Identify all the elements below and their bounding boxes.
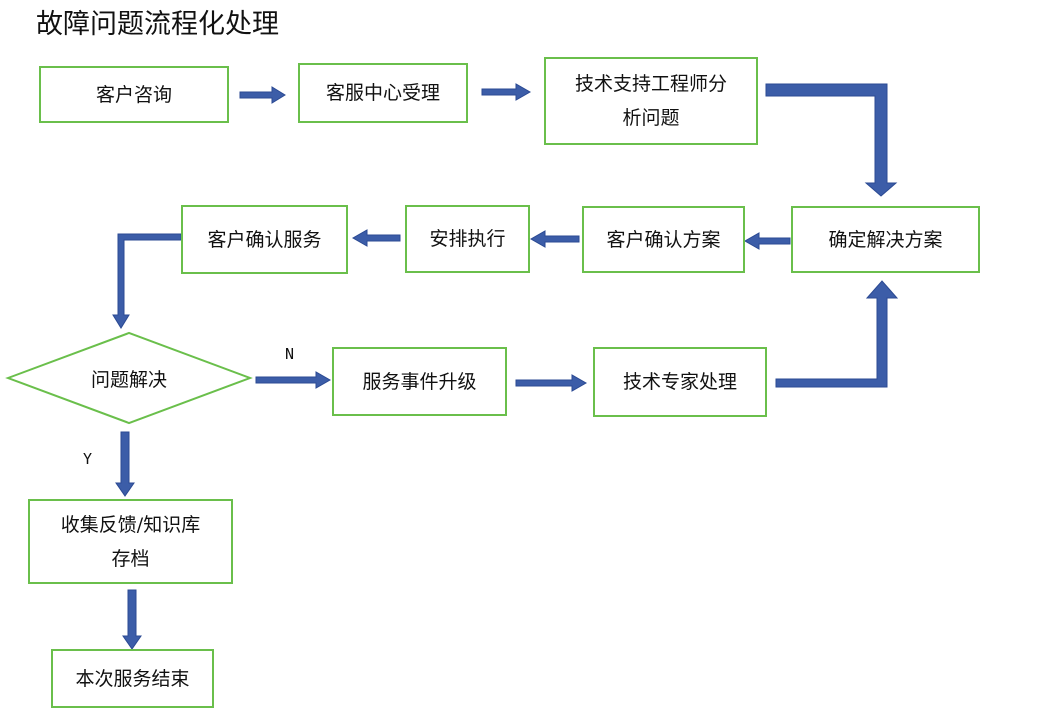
node-collect-feedback: 收集反馈/知识库 存档: [28, 499, 233, 584]
node-customer-inquiry: 客户咨询: [39, 66, 229, 123]
node-service-end: 本次服务结束: [51, 649, 214, 708]
node-label: 确定解决方案: [828, 228, 943, 251]
node-service-center: 客服中心受理: [298, 63, 468, 123]
arrow-execute-to-confirm-service: [351, 229, 401, 247]
arrow-feedback-to-end: [122, 589, 142, 650]
node-customer-confirm-plan: 客户确认方案: [582, 206, 745, 273]
node-determine-solution: 确定解决方案: [791, 206, 980, 273]
node-label: 技术专家处理: [622, 371, 737, 393]
edge-label-no: N: [285, 345, 295, 363]
decision-diamond: [5, 331, 253, 425]
node-label: 服务事件升级: [362, 370, 477, 393]
node-label: 客户确认方案: [606, 228, 721, 251]
node-label: 客户咨询: [95, 83, 172, 106]
arrow-escalation-to-expert: [515, 374, 588, 392]
arrow-confirm-service-to-decision: [112, 233, 182, 329]
arrow-decision-to-feedback: [115, 431, 135, 497]
node-label: 客服中心受理: [325, 82, 440, 104]
node-expert-handling: 技术专家处理: [593, 347, 767, 417]
arrow-expert-to-solution: [775, 280, 899, 388]
decision-label: 问题解决: [90, 368, 167, 391]
arrow-center-to-support: [481, 83, 532, 101]
node-label: 本次服务结束: [75, 667, 190, 690]
node-label: 安排执行: [429, 228, 506, 250]
node-arrange-execution: 安排执行: [405, 205, 530, 273]
arrow-decision-to-escalation: [255, 371, 332, 389]
edge-label-yes: Y: [83, 450, 93, 468]
arrow-inquiry-to-center: [239, 86, 286, 104]
arrow-confirm-plan-to-execute: [529, 230, 580, 248]
node-tech-support: 技术支持工程师分 析问题: [544, 57, 758, 145]
node-escalation: 服务事件升级: [332, 347, 507, 416]
node-label: 收集反馈/知识库 存档: [60, 513, 201, 570]
node-customer-confirm-service: 客户确认服务: [181, 205, 348, 274]
node-label: 客户确认服务: [207, 228, 322, 251]
arrow-solution-to-confirm-plan: [743, 232, 791, 250]
page-title: 故障问题流程化处理: [36, 9, 279, 40]
node-label: 技术支持工程师分 析问题: [574, 73, 727, 129]
arrow-support-to-solution: [765, 83, 898, 197]
